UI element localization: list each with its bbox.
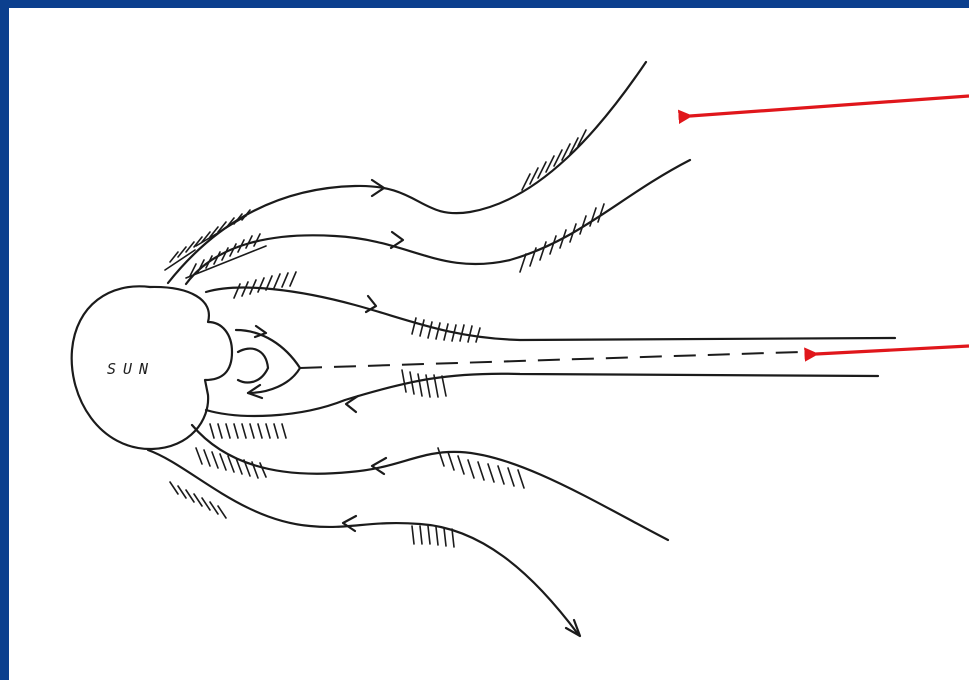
field-line-lower-outer-arrow bbox=[343, 516, 356, 531]
upper-pointer-arrow bbox=[690, 96, 969, 116]
field-line-upper-inner-arrow bbox=[391, 232, 403, 248]
lower-pointer-arrow bbox=[816, 346, 969, 354]
field-line-tail-upper bbox=[206, 288, 895, 340]
sun-label: SUN bbox=[107, 360, 155, 378]
field-line-upper-inner bbox=[186, 160, 690, 284]
field-line-lower-inner bbox=[192, 425, 668, 540]
field-line-tail-lower bbox=[206, 374, 878, 416]
solar-wind-diagram bbox=[9, 8, 969, 680]
current-sheet-line bbox=[300, 352, 800, 368]
field-line-lower-outer bbox=[148, 450, 578, 634]
inner-loop-small bbox=[238, 349, 268, 383]
